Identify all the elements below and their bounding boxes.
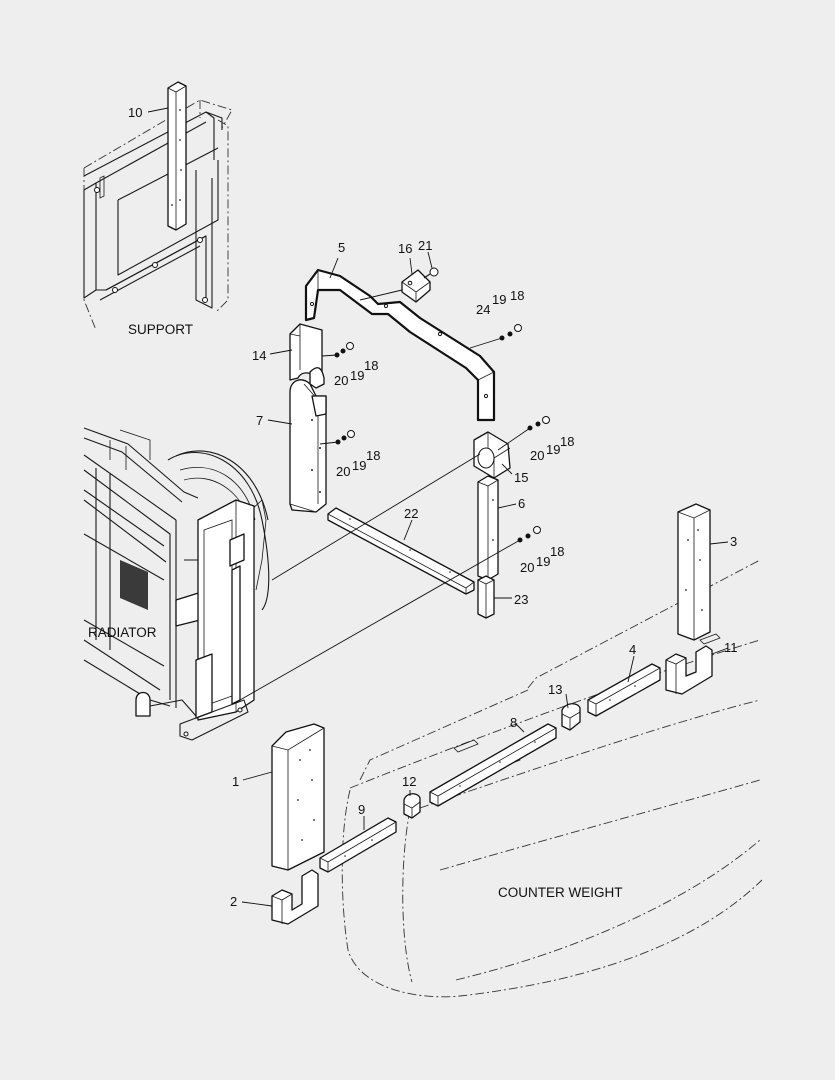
assembly-guide-lines bbox=[239, 289, 531, 701]
callout-3: 3 bbox=[730, 534, 737, 549]
radiator-grille bbox=[120, 560, 148, 610]
callout-18: 18 bbox=[364, 358, 378, 373]
part-5-arch-frame bbox=[304, 268, 496, 422]
assembly-labels: SUPPORT RADIATOR COUNTER WEIGHT bbox=[88, 322, 623, 900]
callout-19: 19 bbox=[352, 458, 366, 473]
part-21-bolt bbox=[423, 267, 439, 279]
callout-8: 8 bbox=[510, 715, 517, 730]
part-2-ublock bbox=[271, 869, 319, 925]
callout-12: 12 bbox=[402, 774, 416, 789]
callout-14: 14 bbox=[252, 348, 266, 363]
part-6-bar bbox=[477, 475, 499, 581]
callout-18: 18 bbox=[550, 544, 564, 559]
radiator-assembly bbox=[83, 427, 270, 741]
callout-21: 21 bbox=[418, 238, 432, 253]
callout-15: 15 bbox=[514, 470, 528, 485]
part-12-block bbox=[403, 793, 421, 819]
hardware-group-2 bbox=[334, 342, 354, 358]
radiator-label: RADIATOR bbox=[88, 625, 157, 640]
callout-20: 20 bbox=[520, 560, 534, 575]
callout-18: 18 bbox=[366, 448, 380, 463]
part-4-bar bbox=[587, 663, 661, 717]
callout-22: 22 bbox=[404, 506, 418, 521]
part-11-ublock bbox=[665, 645, 713, 695]
callout-20: 20 bbox=[530, 448, 544, 463]
support-frame bbox=[83, 99, 233, 331]
hardware-group-5 bbox=[517, 526, 541, 543]
callout-6: 6 bbox=[518, 496, 525, 511]
part-3-plate bbox=[677, 503, 711, 641]
callout-18: 18 bbox=[560, 434, 574, 449]
part-7-plate bbox=[289, 379, 327, 513]
callout-20: 20 bbox=[334, 373, 348, 388]
callout-19: 19 bbox=[492, 292, 506, 307]
part-16-plate bbox=[401, 269, 431, 303]
callout-18: 18 bbox=[510, 288, 524, 303]
counter-weight bbox=[341, 559, 763, 998]
part-13-block bbox=[561, 703, 581, 731]
callout-19: 19 bbox=[546, 442, 560, 457]
part-9-bar bbox=[319, 817, 397, 873]
support-label: SUPPORT bbox=[128, 322, 193, 337]
hardware-group-1 bbox=[499, 324, 522, 341]
part-10-post bbox=[167, 81, 187, 231]
callout-19: 19 bbox=[350, 368, 364, 383]
callout-1: 1 bbox=[232, 774, 239, 789]
counter-weight-label: COUNTER WEIGHT bbox=[498, 885, 623, 900]
callout-20: 20 bbox=[336, 464, 350, 479]
callout-23: 23 bbox=[514, 592, 528, 607]
callout-19: 19 bbox=[536, 554, 550, 569]
part-22-strip bbox=[327, 507, 475, 595]
callout-7: 7 bbox=[256, 413, 263, 428]
hardware-group-3 bbox=[335, 430, 355, 445]
part-14-plate bbox=[289, 323, 325, 389]
hardware-group-4 bbox=[527, 416, 550, 431]
part-15-bracket bbox=[473, 431, 511, 479]
callout-5: 5 bbox=[338, 240, 345, 255]
callout-11: 11 bbox=[724, 640, 738, 655]
part-23-block bbox=[477, 575, 495, 619]
callout-numbers: 10 5 16 21 24 19 18 14 20 19 18 7 20 19 … bbox=[128, 105, 738, 909]
callout-10: 10 bbox=[128, 105, 142, 120]
leader-lines bbox=[147, 107, 729, 907]
callout-2: 2 bbox=[230, 894, 237, 909]
callout-13: 13 bbox=[548, 682, 562, 697]
callout-16: 16 bbox=[398, 241, 412, 256]
part-8-bar bbox=[429, 723, 557, 807]
callout-4: 4 bbox=[629, 642, 636, 657]
callout-9: 9 bbox=[358, 802, 365, 817]
part-1-plate bbox=[271, 723, 325, 871]
callout-24: 24 bbox=[476, 302, 490, 317]
